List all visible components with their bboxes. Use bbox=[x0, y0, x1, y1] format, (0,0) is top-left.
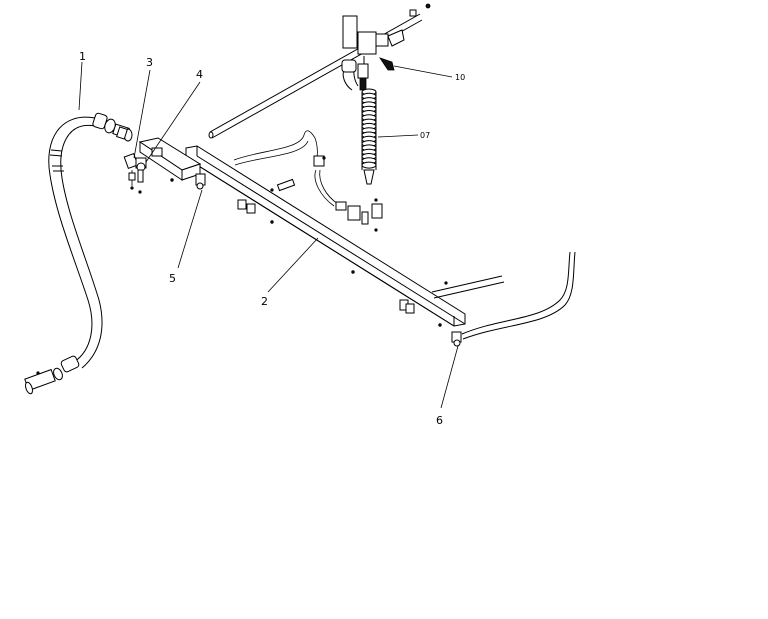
callout-1: 1 bbox=[79, 50, 86, 63]
callout-10: 10 bbox=[455, 73, 465, 82]
callout-07: 07 bbox=[420, 131, 430, 140]
spray-boom-bar bbox=[185, 145, 466, 327]
elbow-fitting bbox=[123, 153, 147, 194]
callout-2: 2 bbox=[261, 295, 268, 308]
hose-coupling-bottom bbox=[24, 355, 80, 395]
nozzle-tip bbox=[363, 169, 375, 185]
valve-handle bbox=[357, 56, 395, 91]
inline-filter bbox=[335, 198, 383, 232]
nozzle-body-mid bbox=[237, 199, 274, 224]
centre-supply-hose bbox=[233, 130, 339, 207]
nozzle-body-6 bbox=[451, 331, 462, 347]
boom-extension-tube bbox=[431, 275, 505, 299]
nozzle-body-5 bbox=[195, 173, 206, 190]
mounting-plate bbox=[342, 15, 358, 49]
flexible-hose bbox=[48, 116, 103, 369]
leader-lines bbox=[78, 61, 459, 409]
feed-hose-right bbox=[461, 251, 576, 340]
upper-crossbar bbox=[208, 3, 431, 139]
nozzle-segment bbox=[361, 161, 377, 169]
callout-5: 5 bbox=[169, 272, 176, 285]
segmented-nozzle-column bbox=[361, 88, 377, 185]
boom-mount-bracket bbox=[138, 137, 202, 182]
callout-4: 4 bbox=[196, 68, 203, 81]
hose-coupling-top bbox=[92, 112, 133, 142]
clamp-block bbox=[357, 31, 377, 55]
nozzle-body-right bbox=[399, 299, 442, 327]
boom-bolt bbox=[351, 270, 355, 274]
callout-6: 6 bbox=[436, 414, 443, 427]
callout-3: 3 bbox=[146, 56, 153, 69]
